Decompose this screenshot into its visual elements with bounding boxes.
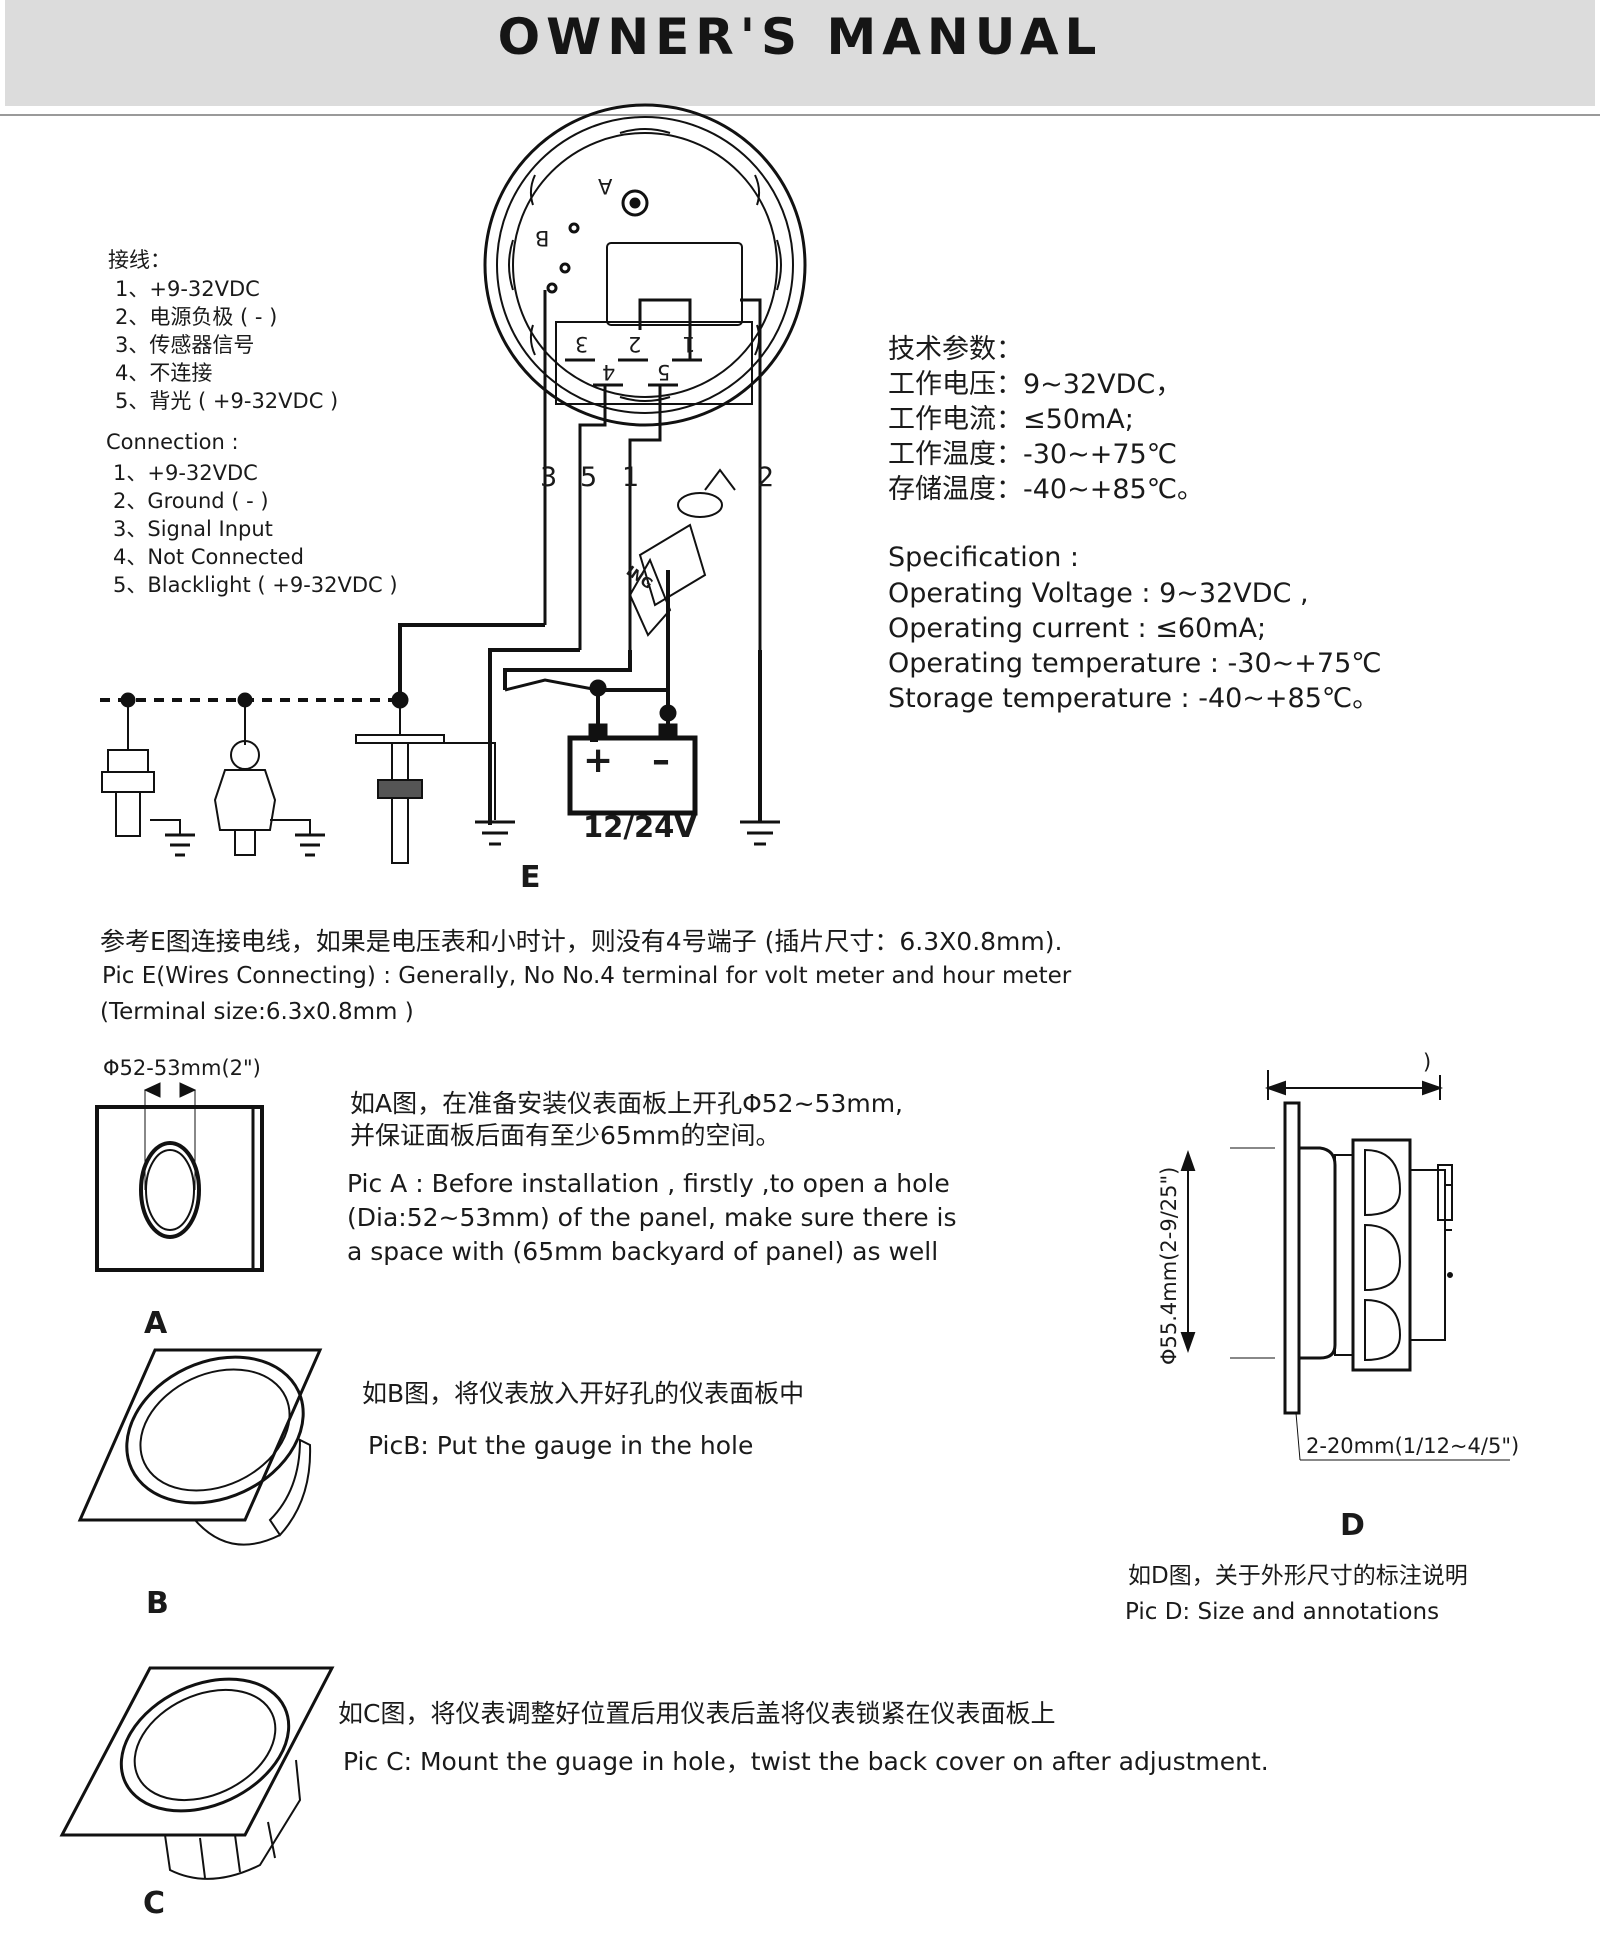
wiring-cn-item-4: 4、不连接 — [115, 361, 213, 385]
wire-label-3: 3 — [540, 462, 558, 493]
header-banner — [5, 0, 1595, 106]
pic-a-dimension: Φ52-53mm(2") — [103, 1056, 261, 1080]
wiring-cn-item-5: 5、背光 ( +9-32VDC ) — [115, 389, 339, 413]
wire-label-5: 5 — [580, 462, 598, 493]
pic-b-en: PicB: Put the gauge in the hole — [368, 1431, 754, 1460]
pic-a-label: A — [144, 1306, 168, 1341]
pic-b-gauge-in-panel — [77, 1348, 323, 1546]
battery — [567, 713, 698, 816]
specs-cn-heading: 技术参数： — [888, 334, 1023, 365]
wiring-en-heading: Connection : — [106, 430, 239, 454]
wiring-en-item-5: 5、Blacklight ( +9-32VDC ) — [113, 573, 398, 597]
specs-cn-line-2: 工作电流：≤50mA; — [888, 404, 1134, 435]
pic-d-bottom-dimension: 2-20mm(1/12~4/5") — [1306, 1434, 1520, 1458]
wire-label-1: 1 — [622, 462, 640, 493]
pic-a-en-1: Pic A : Before installation , firstly ,t… — [347, 1169, 950, 1198]
page-title: OWNER'S MANUAL — [497, 8, 1103, 66]
specs-cn-line-3: 工作温度：-30~+75℃ — [888, 439, 1178, 470]
battery-minus-label: – — [652, 740, 670, 781]
battery-voltage-label: 12/24V — [583, 810, 697, 844]
pic-e-label: E — [520, 860, 541, 895]
pic-a-cn-1: 如A图，在准备安装仪表面板上开孔Φ52~53mm, — [350, 1089, 904, 1118]
pic-e-en-1: Pic E(Wires Connecting) : Generally, No … — [102, 963, 1072, 989]
specs-en-line-3: Operating temperature : -30~+75℃ — [888, 648, 1382, 679]
pic-b-label: B — [146, 1586, 169, 1621]
pic-d-top-dimension: ) — [1423, 1050, 1432, 1074]
pic-e-cn: 参考E图连接电线，如果是电压表和小时计，则没有4号端子 (插片尺寸：6.3X0.… — [100, 927, 1063, 956]
pic-d-label: D — [1340, 1508, 1365, 1543]
pic-c-label: C — [143, 1886, 166, 1921]
wiring-cn-item-3: 3、传感器信号 — [115, 333, 255, 357]
pic-d-cn: 如D图，关于外形尺寸的标注说明 — [1128, 1563, 1468, 1589]
gauge-rear-view — [483, 103, 807, 650]
wire-label-2: 2 — [757, 462, 775, 493]
pic-a-panel — [95, 1082, 264, 1272]
wiring-cn-heading: 接线： — [108, 248, 171, 272]
wiring-cn-item-1: 1、+9-32VDC — [115, 277, 260, 301]
pic-c-en: Pic C: Mount the guage in hole，twist the… — [343, 1747, 1269, 1776]
pic-e-en-2: (Terminal size:6.3x0.8mm ) — [100, 999, 414, 1025]
specs-en-heading: Specification : — [888, 542, 1080, 573]
wiring-en-item-2: 2、Ground ( - ) — [113, 489, 269, 513]
pic-d-en: Pic D: Size and annotations — [1125, 1599, 1440, 1625]
specs-cn-line-1: 工作电压：9~32VDC， — [888, 369, 1183, 400]
pressure-sender — [213, 700, 325, 857]
header-divider — [0, 114, 1600, 116]
battery-plus-label: + — [583, 740, 614, 781]
battery-ground — [740, 815, 780, 846]
temperature-sender — [101, 700, 195, 857]
pic-b-cn: 如B图，将仪表放入开好孔的仪表面板中 — [362, 1379, 805, 1408]
pic-a-en-2: (Dia:52~53mm) of the panel, make sure th… — [347, 1203, 957, 1232]
pic-c-mounted-gauge — [59, 1666, 335, 1880]
pic-c-cn: 如C图，将仪表调整好位置后用仪表后盖将仪表锁紧在仪表面板上 — [338, 1699, 1056, 1728]
pic-d-side-view — [1180, 1070, 1510, 1461]
fuel-level-sender — [355, 700, 515, 864]
specs-en-line-2: Operating current : ≤60mA; — [888, 613, 1267, 644]
wiring-en-item-4: 4、Not Connected — [113, 545, 304, 569]
specs-en-line-4: Storage temperature : -40~+85℃。 — [888, 683, 1380, 714]
wiring-en-item-1: 1、+9-32VDC — [113, 461, 258, 485]
specs-en-line-1: Operating Voltage : 9~32VDC , — [888, 578, 1309, 609]
specs-cn-line-4: 存储温度：-40~+85℃。 — [888, 474, 1205, 505]
pic-a-en-3: a space with (65mm backyard of panel) as… — [347, 1237, 939, 1266]
ignition-switch — [628, 468, 736, 637]
wiring-en-item-3: 3、Signal Input — [113, 517, 273, 541]
pic-d-vertical-dimension: Φ55.4mm(2-9/25") — [1157, 1166, 1181, 1365]
wiring-cn-item-2: 2、电源负极 ( - ) — [115, 305, 278, 329]
pic-a-cn-2: 并保证面板后面有至少65mm的空间。 — [350, 1121, 781, 1150]
